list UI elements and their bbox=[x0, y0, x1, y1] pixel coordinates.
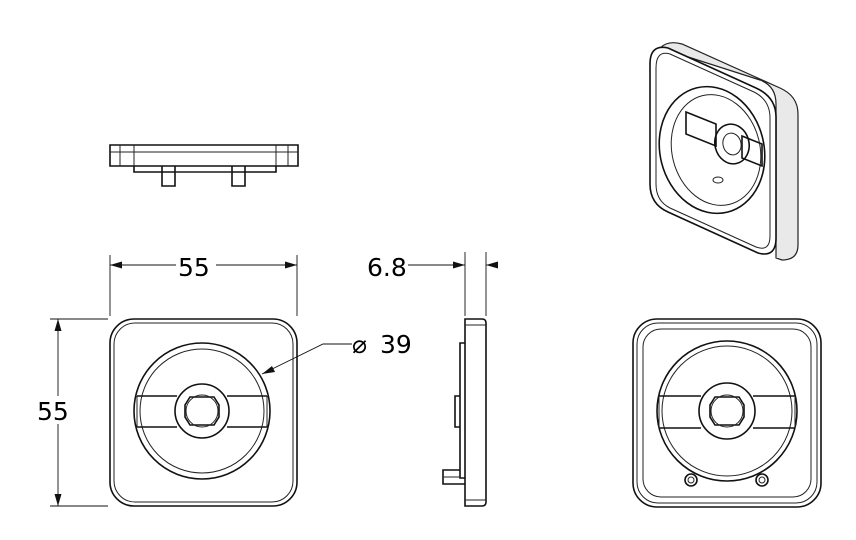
diameter-symbol: ⌀ bbox=[352, 330, 367, 359]
back-view bbox=[632, 318, 822, 508]
diameter-dimension-label: 39 bbox=[380, 330, 412, 359]
top-view bbox=[109, 144, 299, 187]
height-dimension-label: 55 bbox=[37, 397, 69, 426]
diameter-dimension: ⌀ 39 bbox=[261, 330, 412, 375]
isometric-view bbox=[649, 42, 799, 261]
width-dimension: 55 bbox=[109, 252, 298, 316]
front-view bbox=[109, 318, 298, 507]
thickness-dimension: 6.8 bbox=[367, 252, 498, 316]
thickness-dimension-label: 6.8 bbox=[367, 253, 407, 282]
height-dimension: 55 bbox=[34, 318, 108, 507]
width-dimension-label: 55 bbox=[178, 253, 210, 282]
bore-circle bbox=[133, 342, 271, 480]
side-view bbox=[442, 318, 487, 507]
